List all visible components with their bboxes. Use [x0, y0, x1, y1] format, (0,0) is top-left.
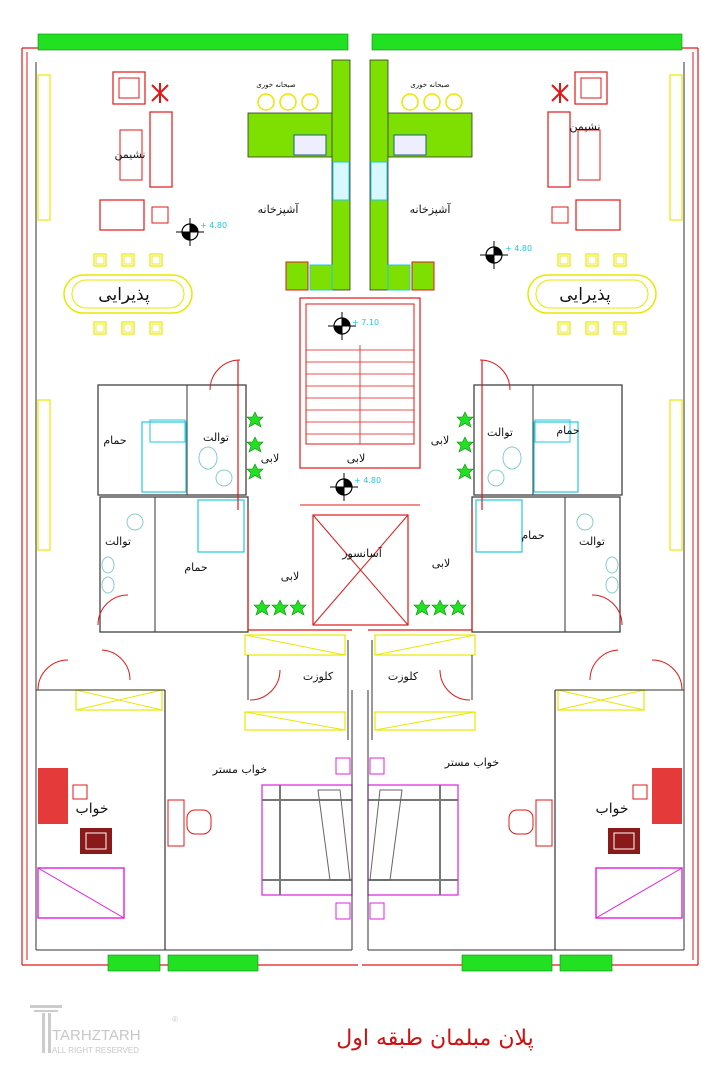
label-living-right: نشیمن: [570, 120, 601, 133]
label-breakfast-right: صبحانه خوری: [410, 81, 449, 89]
label-closet-right: کلوزت: [388, 670, 419, 683]
label-bedroom-right: خواب: [596, 801, 629, 817]
label-bath: حمام: [556, 424, 579, 437]
label-bath: حمام: [184, 561, 207, 574]
level-marker-icon: [479, 240, 509, 270]
level-label-right: + 4.80: [505, 244, 532, 253]
label-toilet: توالت: [487, 426, 513, 439]
label-closet-left: کلوزت: [303, 670, 334, 683]
label-living-left: نشیمن: [115, 148, 146, 161]
label-kitchen-left: آشپزخانه: [258, 202, 300, 216]
label-master-bedroom-left: خواب مستر: [212, 763, 267, 776]
label-breakfast-left: صبحانه خوری: [256, 81, 295, 89]
label-lobby: لابی: [281, 570, 300, 583]
svg-text:ALL RIGHT RESERVED: ALL RIGHT RESERVED: [52, 1046, 139, 1055]
tarhztarh-logo: TARHZTARH ALL RIGHT RESERVED ®: [30, 1005, 178, 1055]
right-unit: [362, 34, 698, 971]
label-toilet: توالت: [579, 535, 605, 548]
left-unit: [22, 34, 358, 971]
label-toilet: توالت: [203, 431, 229, 444]
level-label-left: + 4.80: [200, 221, 227, 230]
plan-title: پلان مبلمان طبقه اول: [336, 1026, 533, 1051]
level-label-stair: + 7.10: [352, 318, 379, 327]
label-lobby: لابی: [347, 452, 366, 465]
label-bedroom-left: خواب: [76, 801, 109, 817]
svg-text:TARHZTARH: TARHZTARH: [52, 1027, 141, 1044]
label-lobby: لابی: [431, 434, 450, 447]
label-dining-left: پذیرایی: [98, 285, 150, 305]
svg-text:®: ®: [172, 1015, 178, 1024]
level-label-lobby: + 4.80: [354, 476, 381, 485]
stair-core: [299, 297, 421, 950]
label-bath: حمام: [521, 529, 544, 542]
label-kitchen-right: آشپزخانه: [410, 202, 452, 216]
label-dining-right: پذیرایی: [559, 285, 611, 305]
label-lobby: لابی: [432, 557, 451, 570]
label-lobby: لابی: [261, 452, 280, 465]
room-labels: صبحانه خوری صبحانه خوری آشپزخانه آشپزخان…: [76, 81, 629, 817]
label-master-bedroom-right: خواب مستر: [444, 756, 499, 769]
label-toilet: توالت: [105, 535, 131, 548]
label-bath: حمام: [103, 434, 126, 447]
label-elevator: آسانسور: [341, 546, 382, 560]
